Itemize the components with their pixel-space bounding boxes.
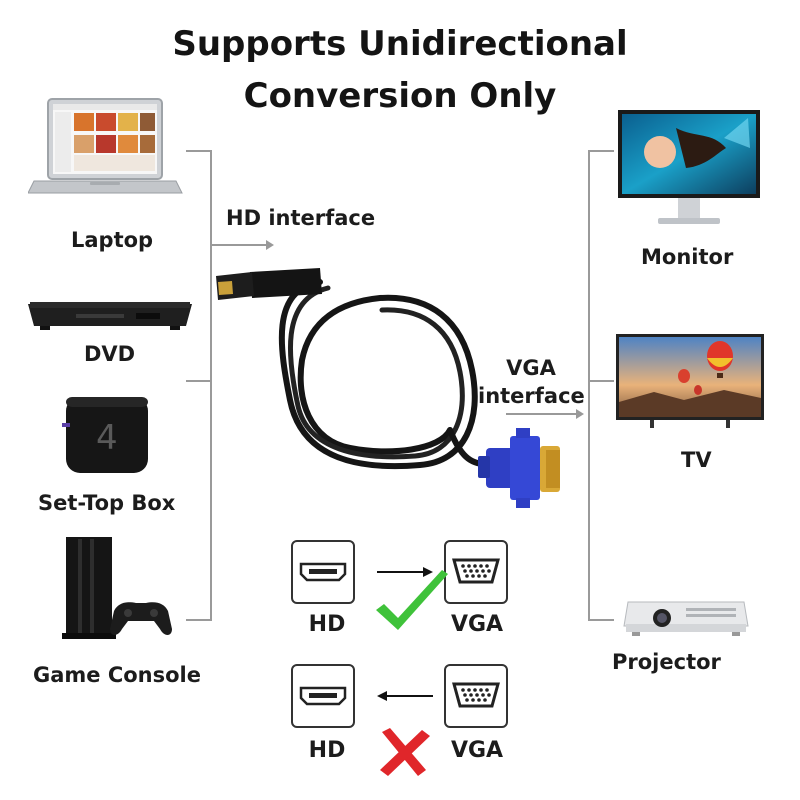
- bracket-line-dvd: [186, 380, 212, 382]
- bracket-line-right-vertical: [588, 150, 590, 620]
- vga-port-icon: [452, 682, 500, 708]
- vga-port-icon: [452, 558, 500, 584]
- bracket-line-left-vertical: [210, 150, 212, 621]
- title-line-2: Conversion Only: [243, 76, 557, 116]
- cross-icon: [380, 728, 430, 776]
- right-arrow-icon: [212, 240, 274, 250]
- vga-interface-label-line-2: interface: [478, 384, 585, 408]
- projector-icon: [623, 601, 749, 636]
- monitor-icon: [618, 110, 760, 224]
- monitor-label: Monitor: [641, 245, 734, 269]
- bracket-line-laptop: [186, 150, 212, 152]
- game-console-label: Game Console: [33, 663, 201, 687]
- hdmi-to-vga-cable-icon: [216, 268, 560, 508]
- hdmi-port-icon: [299, 562, 347, 582]
- right-arrow-icon: [506, 409, 584, 419]
- laptop-icon: [28, 98, 183, 194]
- hd-port-box: [291, 540, 355, 604]
- hdmi-port-icon: [299, 686, 347, 706]
- set-top-box-icon: 4: [62, 397, 148, 473]
- left-arrow-icon: [377, 691, 433, 701]
- comparison-hd-label: HD: [308, 738, 346, 763]
- checkmark-icon: [376, 570, 448, 630]
- tv-label: TV: [681, 448, 712, 472]
- bracket-line-projector: [588, 619, 614, 621]
- laptop-label: Laptop: [71, 228, 154, 252]
- vga-port-box: [444, 540, 508, 604]
- bracket-line-console: [186, 619, 212, 621]
- svg-text:4: 4: [96, 418, 118, 458]
- right-arrow-icon: [377, 567, 433, 577]
- bracket-line-monitor: [588, 150, 614, 152]
- tv-icon: [616, 334, 764, 428]
- dvd-player-icon: [28, 302, 192, 330]
- bracket-line-tv: [588, 380, 614, 382]
- title-line-1: Supports Unidirectional: [172, 24, 628, 64]
- set-top-box-label: Set-Top Box: [38, 491, 176, 515]
- comparison-vga-label: VGA: [450, 612, 504, 637]
- game-console-icon: [62, 537, 172, 639]
- hd-port-box: [291, 664, 355, 728]
- vga-interface-label-line-1: VGA: [506, 356, 556, 380]
- comparison-hd-label: HD: [308, 612, 346, 637]
- projector-label: Projector: [612, 650, 721, 674]
- hd-interface-label: HD interface: [226, 206, 376, 230]
- comparison-vga-label: VGA: [450, 738, 504, 763]
- vga-port-box: [444, 664, 508, 728]
- dvd-label: DVD: [84, 342, 136, 366]
